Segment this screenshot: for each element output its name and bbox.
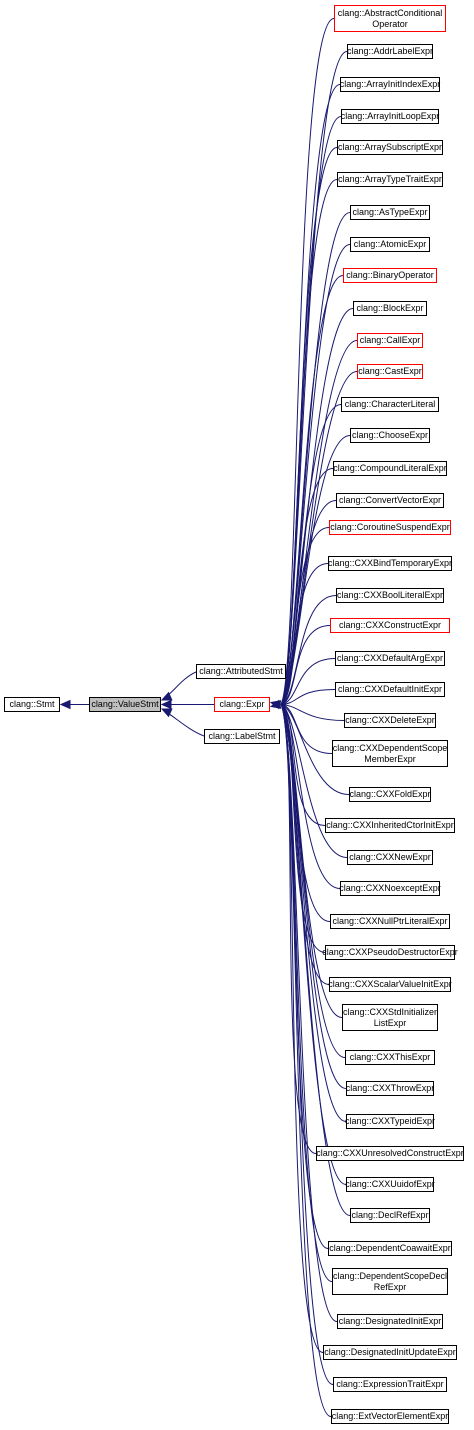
node-convertvectorexpr[interactable]: clang::ConvertVectorExpr bbox=[336, 493, 444, 508]
node-arraysubscriptexpr[interactable]: clang::ArraySubscriptExpr bbox=[337, 140, 443, 155]
node-abstractconditionaloperator[interactable]: clang::AbstractConditional Operator bbox=[334, 5, 446, 32]
node-cxxnullptrliteralexpr[interactable]: clang::CXXNullPtrLiteralExpr bbox=[330, 914, 450, 929]
edge-child-14 bbox=[280, 468, 334, 705]
edge-child-22 bbox=[280, 704, 345, 721]
edge-arrow-valuestmt-1 bbox=[160, 691, 173, 701]
node-cxxscalarvalueinitexpr[interactable]: clang::CXXScalarValueInitExpr bbox=[328, 977, 452, 992]
node-cxxuuidofexpr[interactable]: clang::CXXUuidofExpr bbox=[345, 1177, 435, 1192]
node-blockexpr[interactable]: clang::BlockExpr bbox=[353, 301, 427, 316]
node-cxxdeleteexpr[interactable]: clang::CXXDeleteExpr bbox=[344, 713, 436, 728]
node-dependentcoawaitexpr[interactable]: clang::DependentCoawaitExpr bbox=[328, 1241, 452, 1256]
node-coroutinesuspendexpr[interactable]: clang::CoroutineSuspendExpr bbox=[329, 520, 451, 535]
node-addrlabelexpr[interactable]: clang::AddrLabelExpr bbox=[347, 44, 433, 59]
node-arrayinitloopexpr[interactable]: clang::ArrayInitLoopExpr bbox=[341, 109, 439, 124]
edge-child-18 bbox=[280, 595, 337, 705]
node-designatedinitexpr[interactable]: clang::DesignatedInitExpr bbox=[337, 1314, 443, 1329]
node-binaryoperator[interactable]: clang::BinaryOperator bbox=[343, 268, 437, 283]
edge-child-34 bbox=[280, 704, 347, 1122]
edge-arrow-stmt bbox=[59, 699, 71, 710]
node-cxxfoldexpr[interactable]: clang::CXXFoldExpr bbox=[349, 787, 431, 802]
node-characterliteral[interactable]: clang::CharacterLiteral bbox=[341, 397, 439, 412]
edge-child-40 bbox=[280, 704, 338, 1322]
edge-child-24 bbox=[280, 704, 350, 795]
node-cxxthisexpr[interactable]: clang::CXXThisExpr bbox=[345, 1050, 435, 1065]
node-labelstmt[interactable]: clang::LabelStmt bbox=[204, 729, 280, 744]
node-cxxconstructexpr[interactable]: clang::CXXConstructExpr bbox=[330, 618, 450, 633]
edge-child-38 bbox=[280, 704, 329, 1249]
edge-child-26 bbox=[280, 704, 348, 858]
edge-child-8 bbox=[280, 275, 344, 705]
edge-child-43 bbox=[280, 704, 332, 1417]
node-cxxnoexceptexpr[interactable]: clang::CXXNoexceptExpr bbox=[339, 881, 441, 896]
node-expressiontraitexpr[interactable]: clang::ExpressionTraitExpr bbox=[333, 1377, 447, 1392]
edge-arrow-expr-down bbox=[269, 699, 282, 709]
node-cxxstdinitializerlistexpr[interactable]: clang::CXXStdInitializer ListExpr bbox=[342, 1004, 438, 1031]
node-dependentscopedeclrefexpr[interactable]: clang::DependentScopeDecl RefExpr bbox=[332, 1268, 448, 1295]
node-valuestmt: clang::ValueStmt bbox=[89, 697, 161, 712]
node-arrayinitindexexpr[interactable]: clang::ArrayInitIndexExpr bbox=[340, 77, 440, 92]
edge-child-17 bbox=[280, 563, 329, 705]
node-cxxdefaultinitexpr[interactable]: clang::CXXDefaultInitExpr bbox=[335, 682, 445, 697]
node-cxxthrowexpr[interactable]: clang::CXXThrowExpr bbox=[346, 1081, 434, 1096]
edge-child-21 bbox=[280, 689, 336, 705]
edge-arrow-valuestmt-2 bbox=[160, 699, 172, 710]
node-expr[interactable]: clang::Expr bbox=[214, 697, 270, 712]
node-chooseexpr[interactable]: clang::ChooseExpr bbox=[350, 428, 430, 443]
edge-arrow-valuestmt-3 bbox=[160, 708, 173, 718]
node-cxxtypeidexpr[interactable]: clang::CXXTypeidExpr bbox=[345, 1114, 435, 1129]
node-callexpr[interactable]: clang::CallExpr bbox=[357, 333, 423, 348]
edge-child-27 bbox=[280, 704, 341, 889]
node-stmt[interactable]: clang::Stmt bbox=[4, 697, 60, 712]
edge-child-0 bbox=[280, 18, 335, 705]
edge-child-19 bbox=[280, 625, 331, 705]
node-declrefexpr[interactable]: clang::DeclRefExpr bbox=[350, 1208, 430, 1223]
node-cxxbindtemporaryexpr[interactable]: clang::CXXBindTemporaryExpr bbox=[328, 556, 452, 571]
edge-child-37 bbox=[280, 704, 351, 1216]
node-designatedinitupdateexpr[interactable]: clang::DesignatedInitUpdateExpr bbox=[323, 1345, 457, 1360]
node-arraytypetraitexpr[interactable]: clang::ArrayTypeTraitExpr bbox=[337, 172, 443, 187]
node-attributedstmt[interactable]: clang::AttributedStmt bbox=[196, 664, 286, 679]
node-cxxdefaultargexpr[interactable]: clang::CXXDefaultArgExpr bbox=[335, 651, 445, 666]
edge-child-5 bbox=[280, 179, 338, 705]
node-cxxpseudodestructorexpr[interactable]: clang::CXXPseudoDestructorExpr bbox=[322, 945, 458, 960]
node-extvectorelementexpr[interactable]: clang::ExtVectorElementExpr bbox=[331, 1409, 449, 1424]
node-astypeexpr[interactable]: clang::AsTypeExpr bbox=[350, 205, 430, 220]
node-atomicexpr[interactable]: clang::AtomicExpr bbox=[350, 237, 430, 252]
node-cxxunresolvedconstructexpr[interactable]: clang::CXXUnresolvedConstructExpr bbox=[316, 1146, 464, 1161]
node-cxxboolliteralexpr[interactable]: clang::CXXBoolLiteralExpr bbox=[336, 588, 444, 603]
node-castexpr[interactable]: clang::CastExpr bbox=[357, 364, 423, 379]
node-cxxinheritedctorinitexpr[interactable]: clang::CXXInheritedCtorInitExpr bbox=[325, 818, 455, 833]
node-cxxdependentscopememberexpr[interactable]: clang::CXXDependentScope MemberExpr bbox=[332, 740, 448, 767]
node-cxxnewexpr[interactable]: clang::CXXNewExpr bbox=[347, 850, 433, 865]
node-compoundliteralexpr[interactable]: clang::CompoundLiteralExpr bbox=[333, 461, 447, 476]
edge-child-16 bbox=[280, 527, 330, 705]
edge-child-20 bbox=[280, 658, 336, 705]
